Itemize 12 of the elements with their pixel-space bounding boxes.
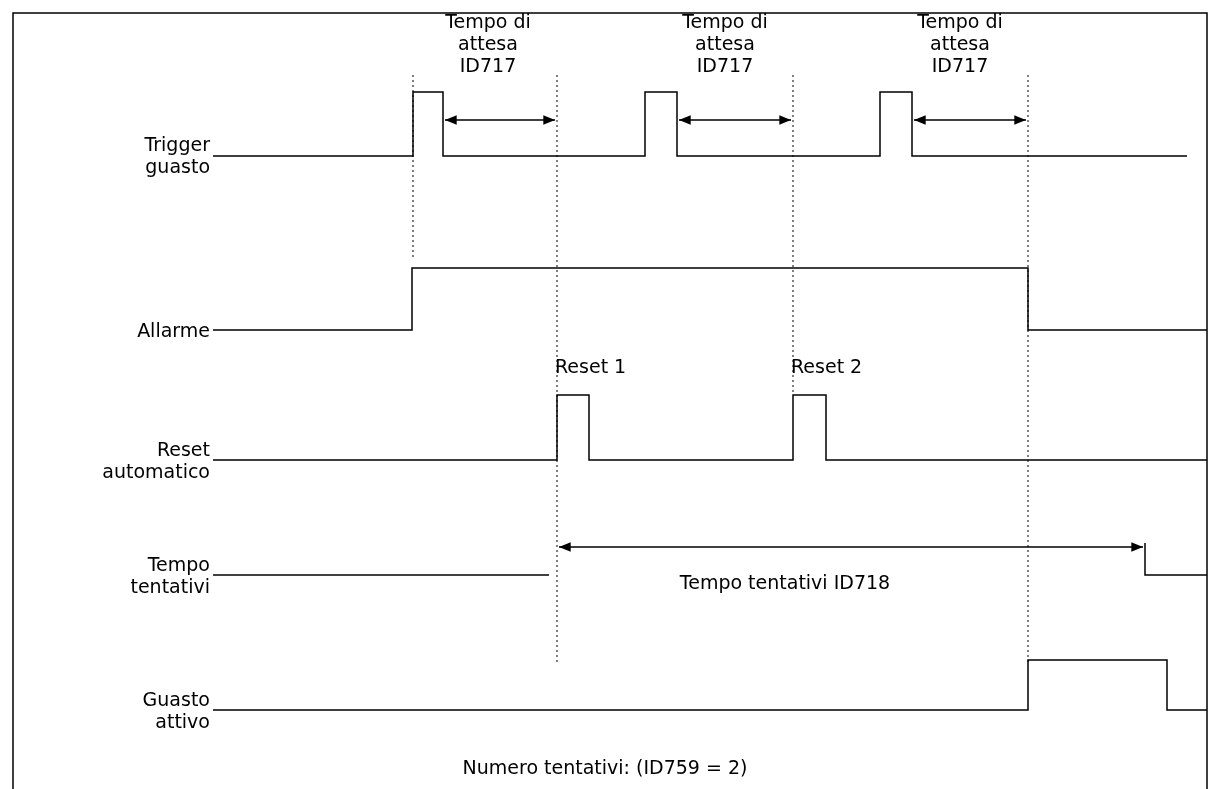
signal-label: Tempo tentativi xyxy=(129,553,210,597)
signal-label: Reset automatico xyxy=(101,438,210,482)
time-label: Tempo di attesa ID717 xyxy=(681,10,769,76)
caption: Numero tentativi: (ID759 = 2) xyxy=(461,756,749,778)
event-label: Reset 2 xyxy=(791,355,864,377)
time-label: Tempo di attesa ID717 xyxy=(444,10,532,76)
time-label: Tempo tentativi ID718 xyxy=(678,571,892,593)
signal-label: Trigger guasto xyxy=(143,133,210,177)
event-label: Reset 1 xyxy=(555,355,628,377)
signal-label: Allarme xyxy=(136,319,210,341)
signal-label: Guasto attivo xyxy=(141,688,210,732)
time-label: Tempo di attesa ID717 xyxy=(916,10,1004,76)
